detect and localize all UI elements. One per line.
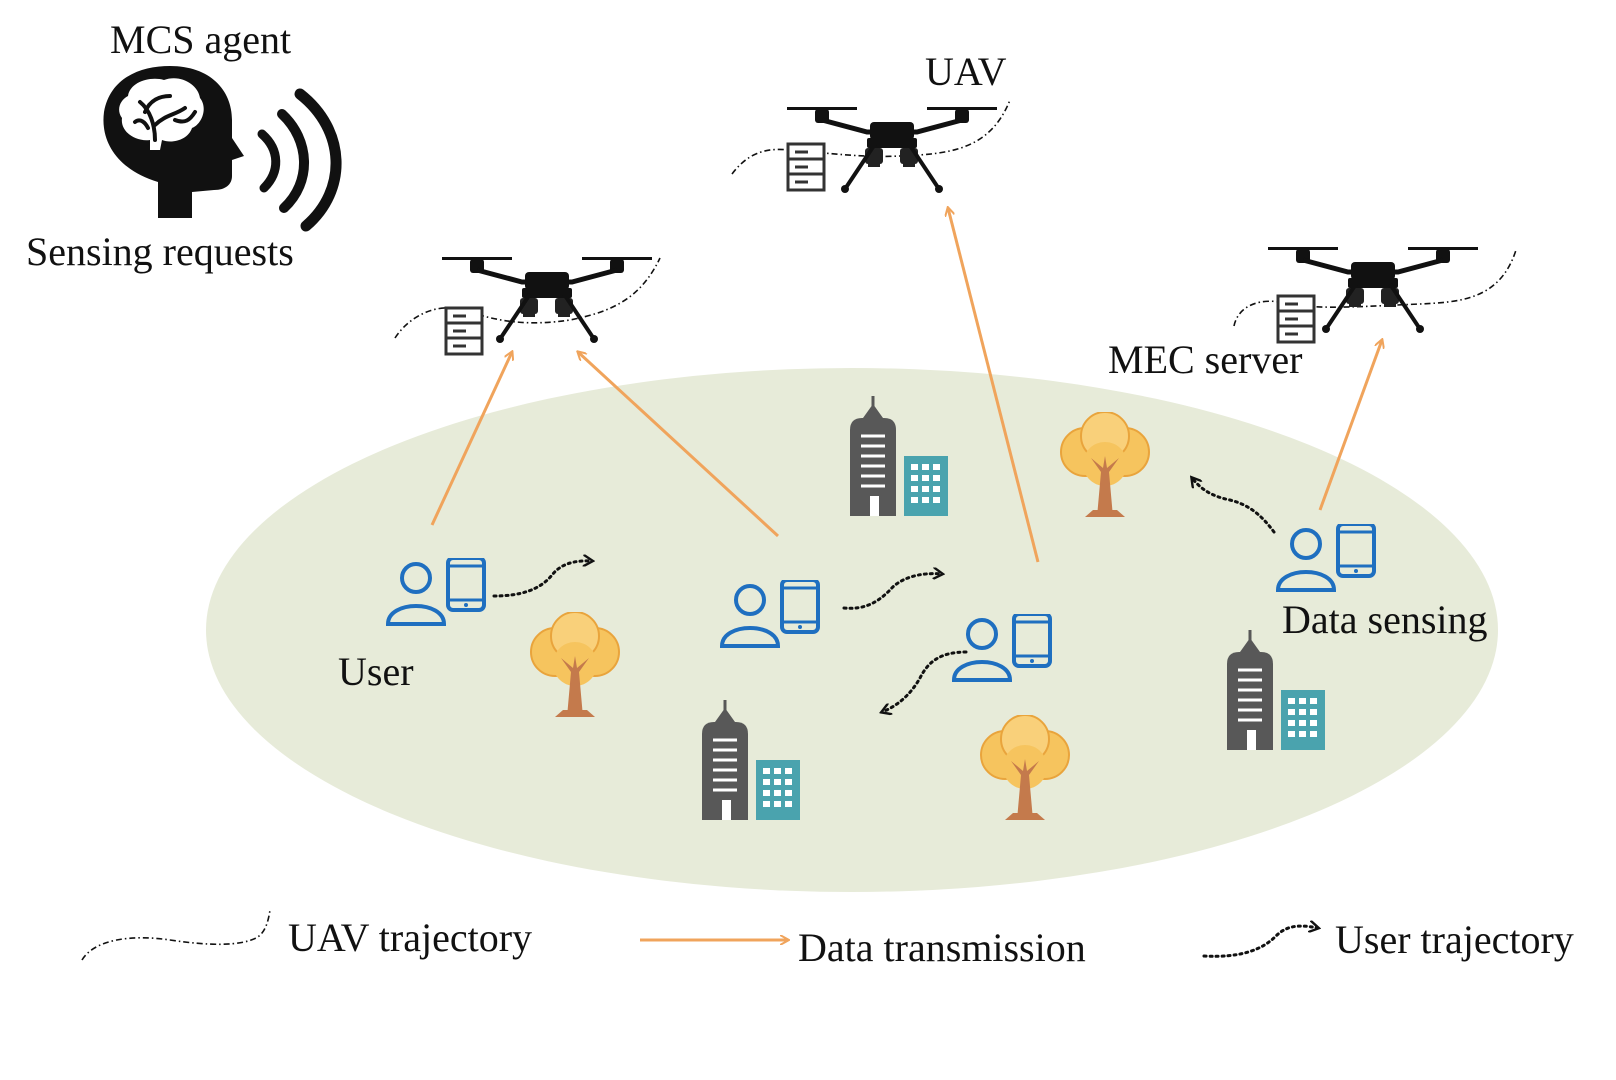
data-transmission-arrows [430, 208, 1382, 563]
server-icon-left [444, 306, 484, 356]
brain-head-icon [103, 66, 244, 218]
server-icon-right [1276, 294, 1316, 344]
mcs-agent-label: MCS agent [110, 17, 292, 62]
ground-area [206, 368, 1498, 892]
user-label: User [338, 649, 414, 694]
legend-uav-trajectory-sample [81, 909, 271, 961]
user-trajectory-paths [492, 478, 1276, 712]
data-sensing-label: Data sensing [1282, 597, 1488, 642]
legend [81, 909, 1318, 961]
server-icon-center [786, 142, 826, 192]
legend-user-trajectory-label: User trajectory [1335, 917, 1574, 962]
legend-user-trajectory-sample [1202, 926, 1318, 958]
uav-label: UAV [925, 49, 1007, 94]
legend-uav-trajectory-label: UAV trajectory [288, 915, 533, 960]
signal-waves-icon [257, 88, 342, 232]
legend-data-transmission-label: Data transmission [798, 925, 1086, 970]
sensing-requests-label: Sensing requests [26, 229, 294, 274]
uav-trajectory-paths [394, 99, 1517, 339]
mec-server-label: MEC server [1108, 337, 1303, 382]
